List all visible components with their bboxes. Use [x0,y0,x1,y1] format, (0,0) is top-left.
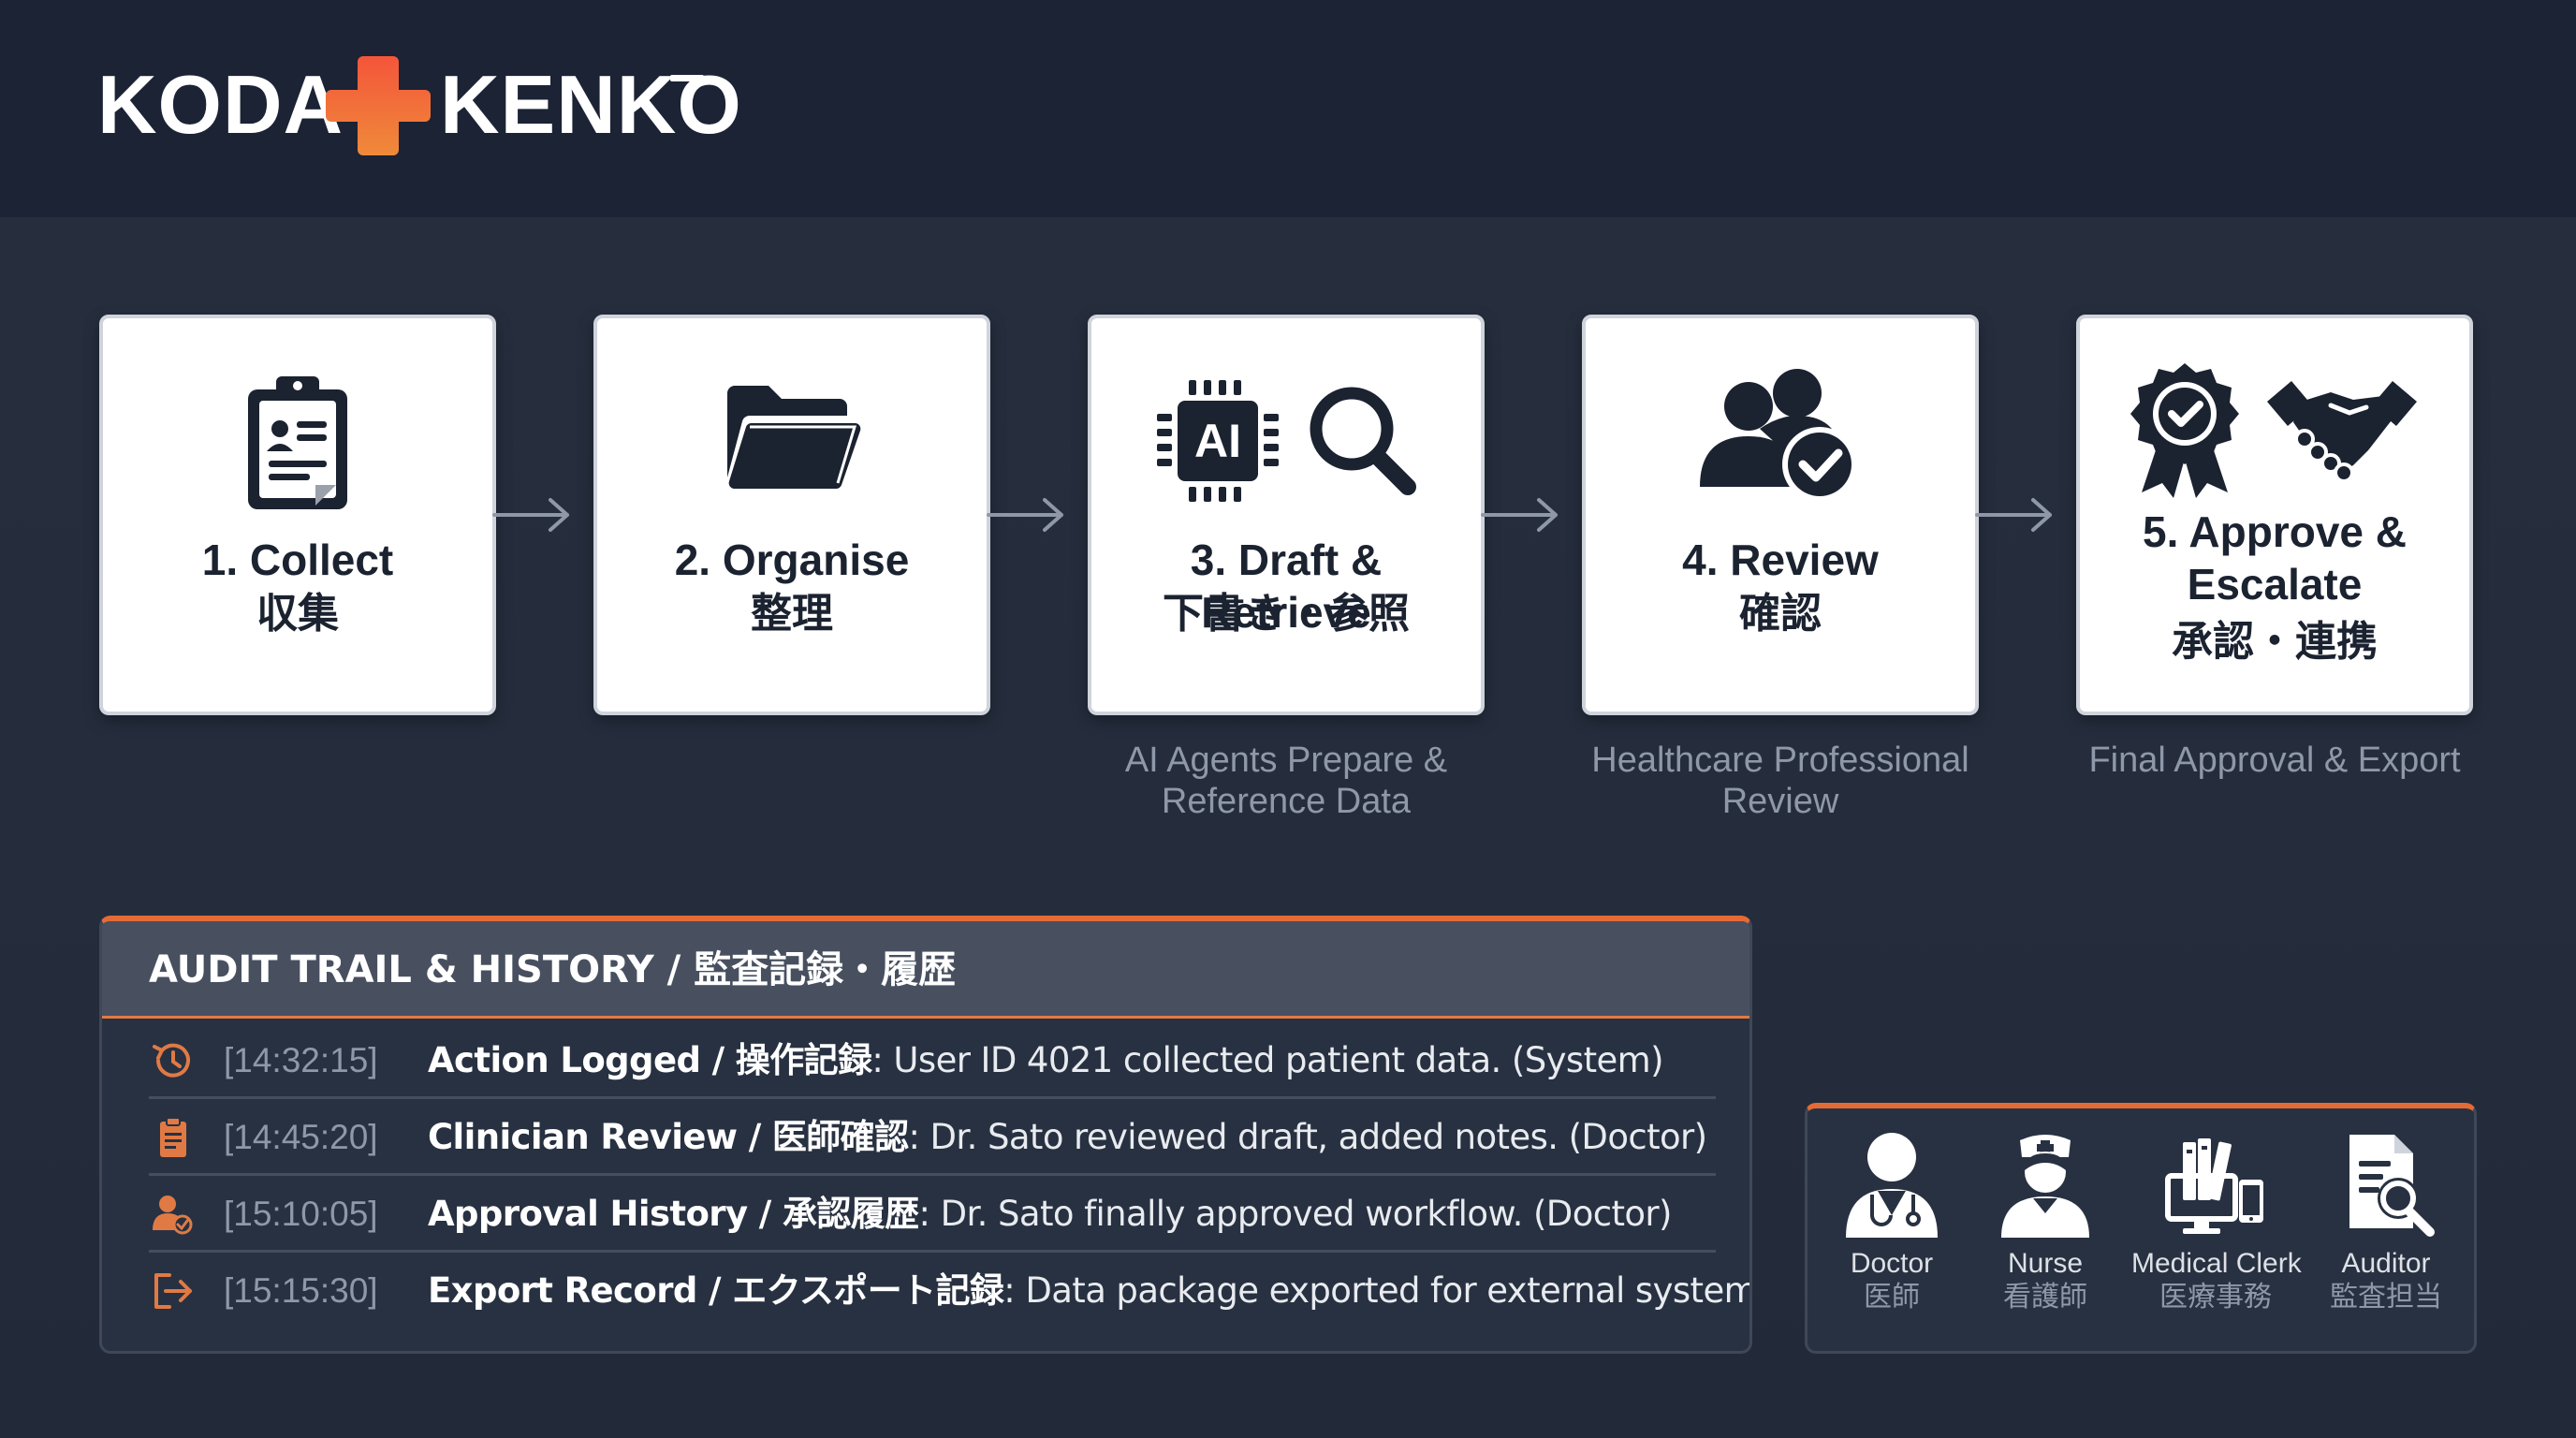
row-detail: : Dr. Sato finally approved workflow. (D… [918,1194,1673,1234]
step-title-jp: 下書き・参照 [1163,590,1410,638]
step-title: 1. Collect [201,536,394,584]
folder-icon [727,386,861,490]
clipboard-icon [160,1117,186,1157]
nurse-icon [2001,1135,2089,1238]
step-title-line2: Escalate [2187,560,2363,609]
step-caption-approve-escalate: Final Approval & Export [2088,741,2461,780]
step-title: 2. Organise [674,536,910,584]
arrow-right-icon [492,498,569,532]
audit-trail-panel: AUDIT TRAIL & HISTORY / 監査記録・履歴 [14:32:1… [99,916,1752,1354]
row-label: Export Record / エクスポート記録 [428,1270,1004,1311]
role-name-jp: 看護師 [2003,1281,2087,1313]
brand-left-word: KODA [97,58,344,151]
clipboard-icon [248,376,347,509]
step-title-jp: 承認・連携 [2172,618,2378,666]
role-name: Doctor [1850,1248,1934,1279]
role-nurse: Nurse 看護師 [1961,1129,2130,1314]
user-check-icon [153,1196,193,1235]
step-title-jp: 収集 [256,590,339,638]
role-name: Medical Clerk [2131,1248,2302,1279]
audit-row: [14:45:20] Clinician Review / 医師確認: Dr. … [149,1099,1716,1176]
users-check-icon [1700,369,1857,502]
arrow-right-icon [1975,498,2052,532]
step-card-draft-retrieve: AI 3. Draft & Retrieve 下書き・参照 [1088,315,1485,715]
row-text: Action Logged / 操作記録: User ID 4021 colle… [428,1039,1664,1082]
arrow-right-icon [987,498,1063,532]
magnifier-icon [1310,387,1416,495]
step-card-organise: 2. Organise 整理 [593,315,990,715]
step-title-jp: 整理 [751,590,833,638]
arrow-right-icon [1481,498,1558,532]
export-icon [154,1273,192,1309]
row-timestamp: [15:15:30] [224,1271,378,1310]
medical-cross-icon [326,56,431,155]
award-badge-icon [2130,363,2239,498]
row-detail: : User ID 4021 collected patient data. (… [871,1040,1663,1080]
step-card-approve-escalate: 5. Approve & Escalate 承認・連携 [2076,315,2473,715]
step-caption-draft-retrieve: AI Agents Prepare & Reference Data [1124,741,1448,821]
row-text: Approval History / 承認履歴: Dr. Sato finall… [428,1193,1672,1236]
row-timestamp: [14:45:20] [224,1118,378,1156]
row-timestamp: [14:32:15] [224,1041,378,1079]
medical-clerk-icon [2165,1138,2263,1234]
audit-title: AUDIT TRAIL & HISTORY / 監査記録・履歴 [149,948,957,991]
step-card-collect: 1. Collect 収集 [99,315,496,715]
role-name: Auditor [2341,1248,2431,1279]
audit-row: [14:32:15] Action Logged / 操作記録: User ID… [149,1022,1716,1099]
header: KODA KENKO [0,0,2576,217]
role-name-jp: 監査担当 [2330,1281,2442,1313]
row-text: Export Record / エクスポート記録: Data package e… [428,1269,1749,1313]
row-text: Clinician Review / 医師確認: Dr. Sato review… [428,1116,1707,1159]
role-name-jp: 医師 [1864,1281,1920,1313]
roles-panel: Doctor 医師 Nurse 看護師 Medical Cle [1805,1103,2477,1354]
role-name-jp: 医療事務 [2159,1281,2272,1313]
row-detail: : Data package exported for external sys… [1003,1270,1749,1311]
step-caption-review: Healthcare Professional Review [1591,741,1969,821]
audit-header: AUDIT TRAIL & HISTORY / 監査記録・履歴 [102,921,1749,1019]
step-title-jp: 確認 [1739,590,1822,638]
step-card-review: 4. Review 確認 [1582,315,1979,715]
step-title: 3. Draft & Retrieve [1190,536,1383,637]
role-auditor: Auditor 監査担当 [2302,1129,2470,1314]
row-detail: : Dr. Sato reviewed draft, added notes. … [908,1117,1708,1157]
doctor-icon [1846,1133,1938,1238]
audit-row: [15:15:30] Export Record / エクスポート記録: Dat… [149,1253,1749,1329]
role-doctor: Doctor 医師 [1808,1129,1976,1314]
ai-chip-label: AI [1194,415,1241,467]
role-name: Nurse [2007,1248,2084,1279]
ai-chip-icon: AI [1157,380,1279,502]
audit-row: [15:10:05] Approval History / 承認履歴: Dr. … [149,1176,1716,1253]
row-label: Action Logged / 操作記録 [428,1040,872,1080]
handshake-icon [2267,381,2417,483]
row-label: Clinician Review / 医師確認 [428,1117,909,1157]
brand-right-word: KENKO [440,58,742,151]
row-timestamp: [15:10:05] [224,1195,378,1233]
role-medical-clerk: Medical Clerk 医療事務 [2131,1129,2302,1314]
step-title: 4. Review [1682,536,1879,584]
auditor-icon [2349,1135,2435,1237]
row-label: Approval History / 承認履歴 [428,1194,919,1234]
history-icon [153,1043,190,1078]
logo-macron [670,75,704,81]
step-title: 5. Approve & [2142,507,2408,556]
